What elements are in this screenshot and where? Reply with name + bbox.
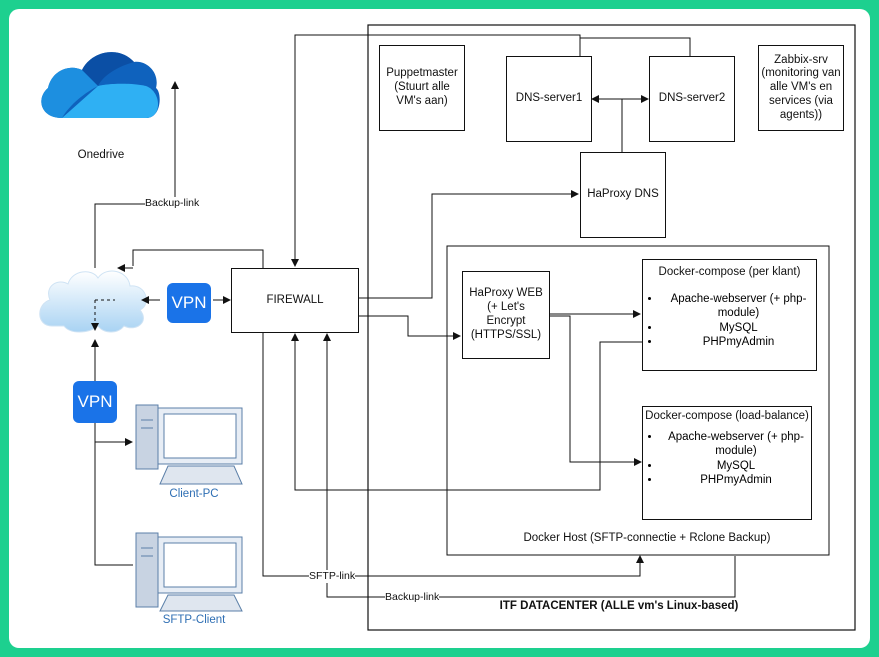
zabbix-label: Zabbix-srv (monitoring van alle VM's en … xyxy=(761,53,841,121)
docker-host-label: Docker Host (SFTP-connectie + Rclone Bac… xyxy=(523,532,771,544)
diagram-connections xyxy=(39,24,856,631)
dns-server2-box: DNS-server2 xyxy=(649,56,735,142)
docker2-service-item: Apache-webserver (+ php-module) xyxy=(661,430,811,459)
dns-server2-label: DNS-server2 xyxy=(658,92,726,105)
docker2-service-list: Apache-webserver (+ php-module) MySQL PH… xyxy=(643,430,811,488)
onedrive-label: Onedrive xyxy=(77,149,125,161)
internet-cloud-icon xyxy=(39,270,147,333)
zabbix-box: Zabbix-srv (monitoring van alle VM's en … xyxy=(758,45,844,131)
docker-compose-per-klant-box: Docker-compose (per klant) Apache-webser… xyxy=(642,259,817,371)
docker1-title: Docker-compose (per klant) xyxy=(658,266,801,278)
vpn-cloud-badge: VPN xyxy=(167,283,211,323)
sftp-link-label: SFTP-link xyxy=(309,570,356,583)
haproxy-dns-box: HaProxy DNS xyxy=(580,152,666,238)
datacenter-container xyxy=(367,24,856,631)
docker1-service-list: Apache-webserver (+ php-module) MySQL PH… xyxy=(643,292,816,350)
docker1-service-item: PHPmyAdmin xyxy=(661,335,816,349)
backup-link-top-label: Backup-link xyxy=(145,197,200,210)
dns-server1-box: DNS-server1 xyxy=(506,56,592,142)
docker2-service-item: PHPmyAdmin xyxy=(661,473,811,487)
onedrive-cloud-icon xyxy=(41,52,160,118)
diagram-canvas: Onedrive Backup-link VPN VPN FIREWALL Cl… xyxy=(9,9,870,648)
puppetmaster-box: Puppetmaster (Stuurt alle VM's aan) xyxy=(379,45,465,131)
docker1-service-item: Apache-webserver (+ php-module) xyxy=(661,292,816,321)
haproxy-web-box: HaProxy WEB (+ Let's Encrypt (HTTPS/SSL) xyxy=(462,271,550,359)
docker1-service-item: MySQL xyxy=(661,321,816,335)
dns-server1-label: DNS-server1 xyxy=(515,92,583,105)
firewall-label: FIREWALL xyxy=(266,293,324,306)
firewall-box: FIREWALL xyxy=(231,268,359,333)
puppetmaster-label: Puppetmaster (Stuurt alle VM's aan) xyxy=(386,67,458,107)
vpn-client-badge: VPN xyxy=(73,381,117,423)
docker2-service-item: MySQL xyxy=(661,459,811,473)
desktop-computer-icon xyxy=(135,532,243,612)
datacenter-label: ITF DATACENTER (ALLE vm's Linux-based) xyxy=(499,600,739,612)
backup-link-bottom-label: Backup-link xyxy=(385,591,440,604)
client-pc-label: Client-PC xyxy=(169,488,219,500)
haproxy-dns-label: HaProxy DNS xyxy=(587,188,659,201)
sftp-client-label: SFTP-Client xyxy=(162,614,226,626)
haproxy-web-label: HaProxy WEB (+ Let's Encrypt (HTTPS/SSL) xyxy=(469,287,543,341)
docker-compose-load-balance-box: Docker-compose (load-balance) Apache-web… xyxy=(642,406,812,520)
desktop-computer-icon xyxy=(135,404,243,485)
docker2-title: Docker-compose (load-balance) xyxy=(645,410,809,422)
